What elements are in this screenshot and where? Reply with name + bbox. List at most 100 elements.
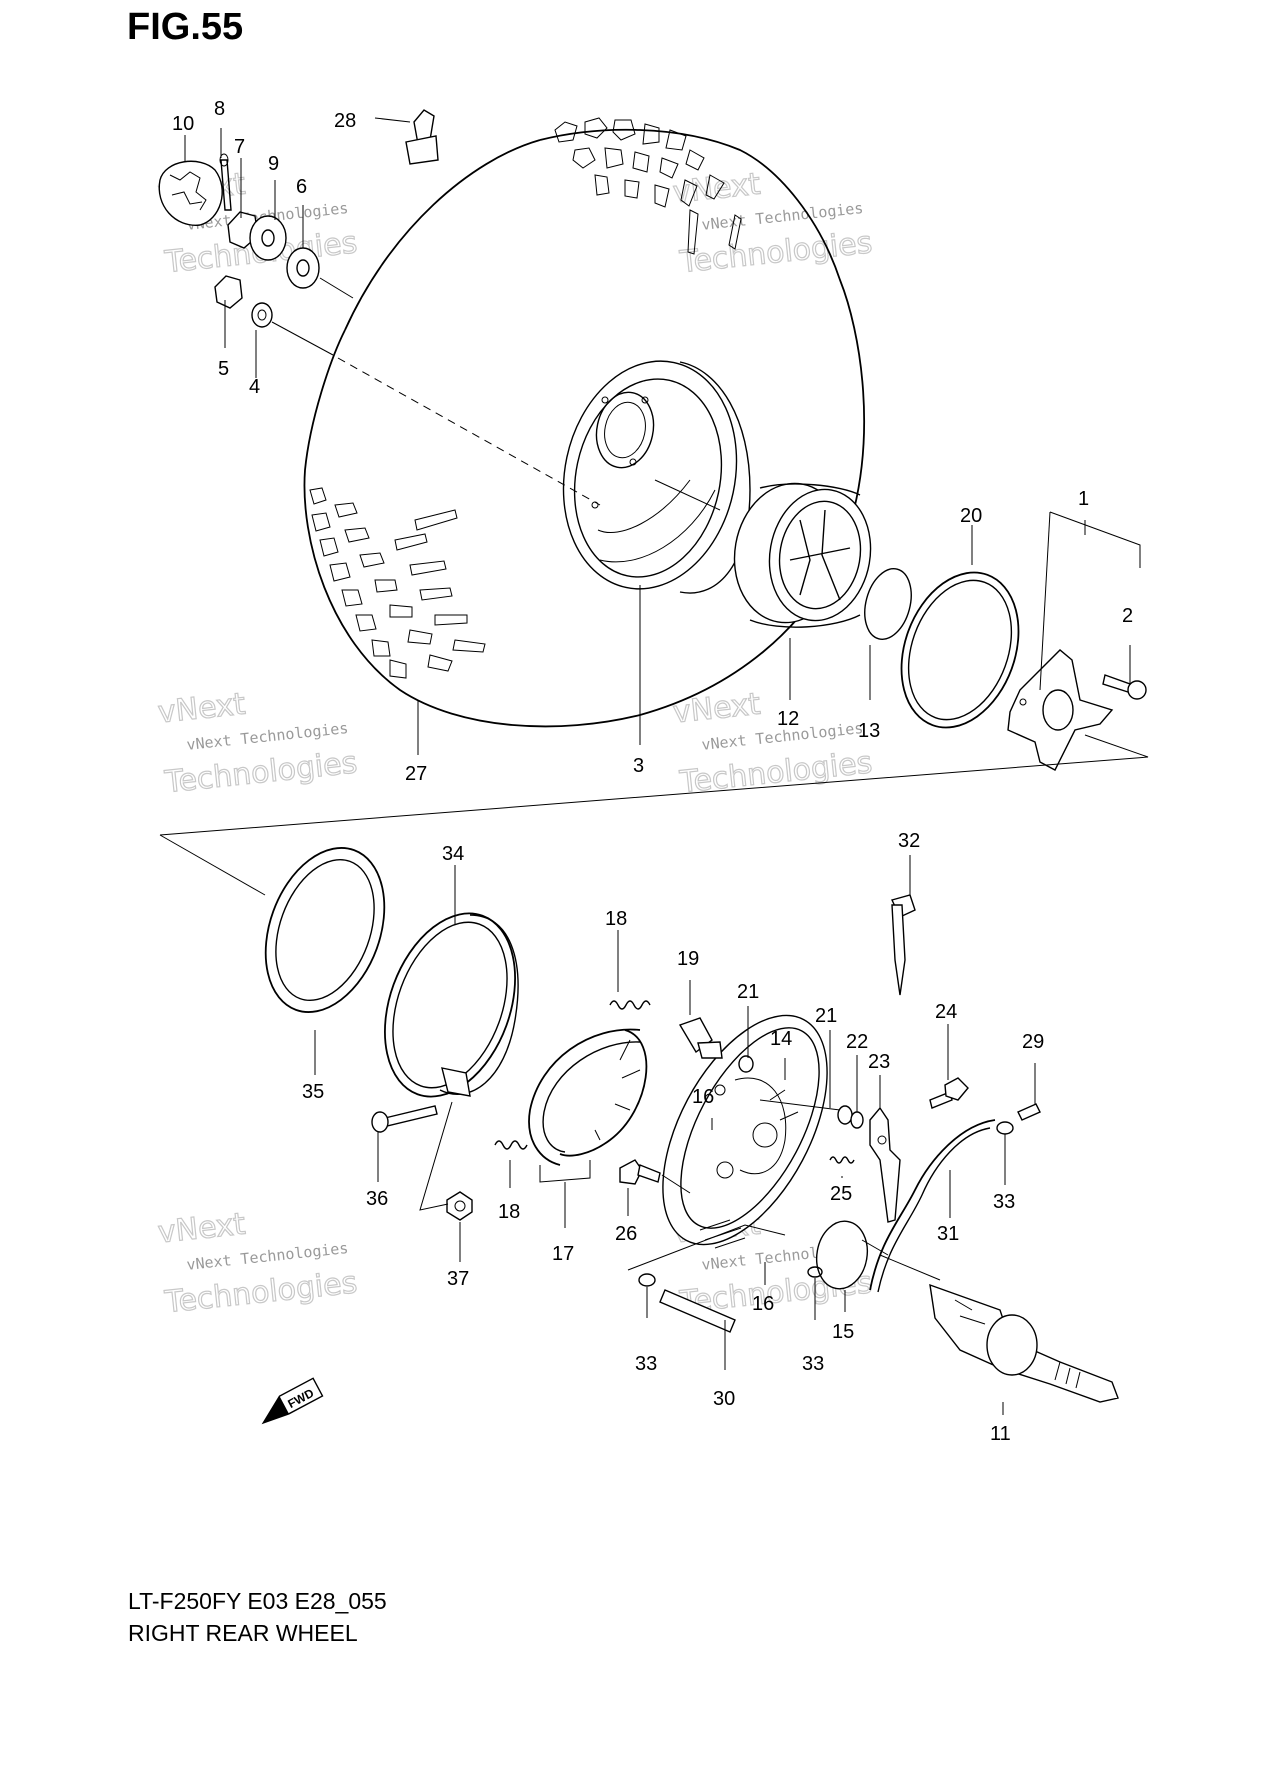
washer-9 — [249, 215, 287, 261]
callout-32: 32 — [898, 830, 920, 852]
callout-15: 15 — [832, 1321, 854, 1343]
callout-13: 13 — [858, 720, 880, 742]
hub-bolt — [1102, 674, 1147, 700]
callout-34: 34 — [442, 843, 464, 865]
wheel-hub — [733, 482, 872, 628]
brake-cam — [678, 1017, 723, 1059]
callout-5: 5 — [218, 358, 229, 380]
washer-21-top — [738, 1055, 754, 1073]
callout-17: 17 — [552, 1243, 574, 1265]
svg-text:vNext: vNext — [671, 687, 762, 731]
callout-24: 24 — [935, 1001, 957, 1023]
washer-6 — [286, 247, 320, 289]
nut-5 — [214, 275, 243, 309]
callout-37: 37 — [447, 1268, 469, 1290]
callout-16b: 16 — [752, 1293, 774, 1315]
callout-14: 14 — [770, 1028, 792, 1050]
callout-20: 20 — [960, 505, 982, 527]
watermark: vNext vNext Technologies Technologies — [671, 686, 875, 801]
callout-25: 25 — [830, 1183, 852, 1205]
watermark: vNext vNext Technologies Technologies — [671, 166, 875, 281]
brake-drum-cover — [384, 912, 519, 1098]
callout-30: 30 — [713, 1388, 735, 1410]
nut-37 — [446, 1191, 473, 1221]
callout-19: 19 — [677, 948, 699, 970]
svg-text:vNext: vNext — [156, 1207, 247, 1251]
brake-arm-shaft — [659, 1289, 736, 1333]
callout-3: 3 — [633, 755, 644, 777]
callout-29: 29 — [1022, 1031, 1044, 1053]
callout-21b: 21 — [815, 1005, 837, 1027]
hub-flange — [1007, 649, 1114, 771]
model-code: LT-F250FY E03 E28_055 — [128, 1588, 387, 1614]
callout-33a: 33 — [993, 1191, 1015, 1213]
callout-18a: 18 — [605, 908, 627, 930]
callout-6: 6 — [296, 176, 307, 198]
diagram-caption: RIGHT REAR WHEEL — [128, 1620, 358, 1646]
svg-text:vNext: vNext — [671, 167, 762, 211]
callout-9: 9 — [268, 153, 279, 175]
rear-axle — [929, 1283, 1119, 1403]
callout-10: 10 — [172, 113, 194, 135]
hub-cap — [158, 160, 223, 226]
callout-35: 35 — [302, 1081, 324, 1103]
callout-36: 36 — [366, 1188, 388, 1210]
dust-seal — [815, 1220, 869, 1290]
bolt-24 — [929, 1077, 969, 1109]
fwd-direction-badge: FWD — [261, 1377, 324, 1425]
brake-lever — [869, 1106, 901, 1223]
callout-27: 27 — [405, 763, 427, 785]
callout-8: 8 — [214, 98, 225, 120]
clip-33-mid — [807, 1266, 823, 1278]
tire-valve — [405, 109, 439, 165]
callout-28: 28 — [334, 110, 356, 132]
cotter-pin — [219, 153, 232, 211]
brake-panel — [662, 1014, 828, 1249]
callout-33c: 33 — [802, 1353, 824, 1375]
callout-18b: 18 — [498, 1201, 520, 1223]
callout-26: 26 — [615, 1223, 637, 1245]
clip-33-right — [996, 1121, 1014, 1135]
figure-caption: LT-F250FY E03 E28_055 RIGHT REAR WHEEL — [128, 1585, 387, 1649]
callout-labels: 1 2 3 4 5 6 7 8 9 10 11 12 13 14 15 16 1… — [172, 98, 1133, 1445]
callout-2: 2 — [1122, 605, 1133, 627]
svg-text:vNext: vNext — [156, 687, 247, 731]
seal-ring-35 — [264, 847, 386, 1013]
svg-text:Technologies: Technologies — [678, 225, 874, 280]
spring-18-bottom — [494, 1140, 528, 1150]
spring-25 — [829, 1156, 855, 1164]
svg-text:Technologies: Technologies — [163, 745, 359, 800]
callout-33b: 33 — [635, 1353, 657, 1375]
leader-lines — [184, 117, 1131, 1415]
brake-cable-guide — [891, 894, 916, 996]
callout-23: 23 — [868, 1051, 890, 1073]
guide-36-37 — [419, 1101, 453, 1211]
washer-4 — [251, 302, 273, 328]
callout-22: 22 — [846, 1031, 868, 1053]
svg-text:Technologies: Technologies — [163, 1265, 359, 1320]
callout-7: 7 — [234, 136, 245, 158]
seal-ring-20 — [900, 571, 1020, 729]
brake-shoes — [528, 1028, 648, 1195]
callout-16a: 16 — [692, 1086, 714, 1108]
callout-1: 1 — [1078, 488, 1089, 510]
assembly-guides-top — [159, 277, 1149, 896]
screw-36 — [371, 1105, 438, 1133]
callout-31: 31 — [937, 1223, 959, 1245]
figure-title: FIG.55 — [127, 6, 244, 48]
callout-21a: 21 — [737, 981, 759, 1003]
watermark: vNext vNext Technologies Technologies — [156, 686, 360, 801]
callout-4: 4 — [249, 376, 260, 398]
washer-21-right — [837, 1105, 853, 1125]
callout-11: 11 — [990, 1423, 1011, 1445]
callout-12: 12 — [777, 708, 799, 730]
bolt-26 — [619, 1159, 691, 1194]
clip-33-left — [638, 1273, 656, 1287]
assembly-guides-bottom — [627, 1099, 941, 1281]
washer-22 — [850, 1111, 864, 1129]
watermark: vNext vNext Technologies Technologies — [156, 1206, 360, 1321]
bolt-29 — [1017, 1103, 1041, 1121]
o-ring — [864, 568, 912, 640]
tire — [303, 117, 865, 728]
